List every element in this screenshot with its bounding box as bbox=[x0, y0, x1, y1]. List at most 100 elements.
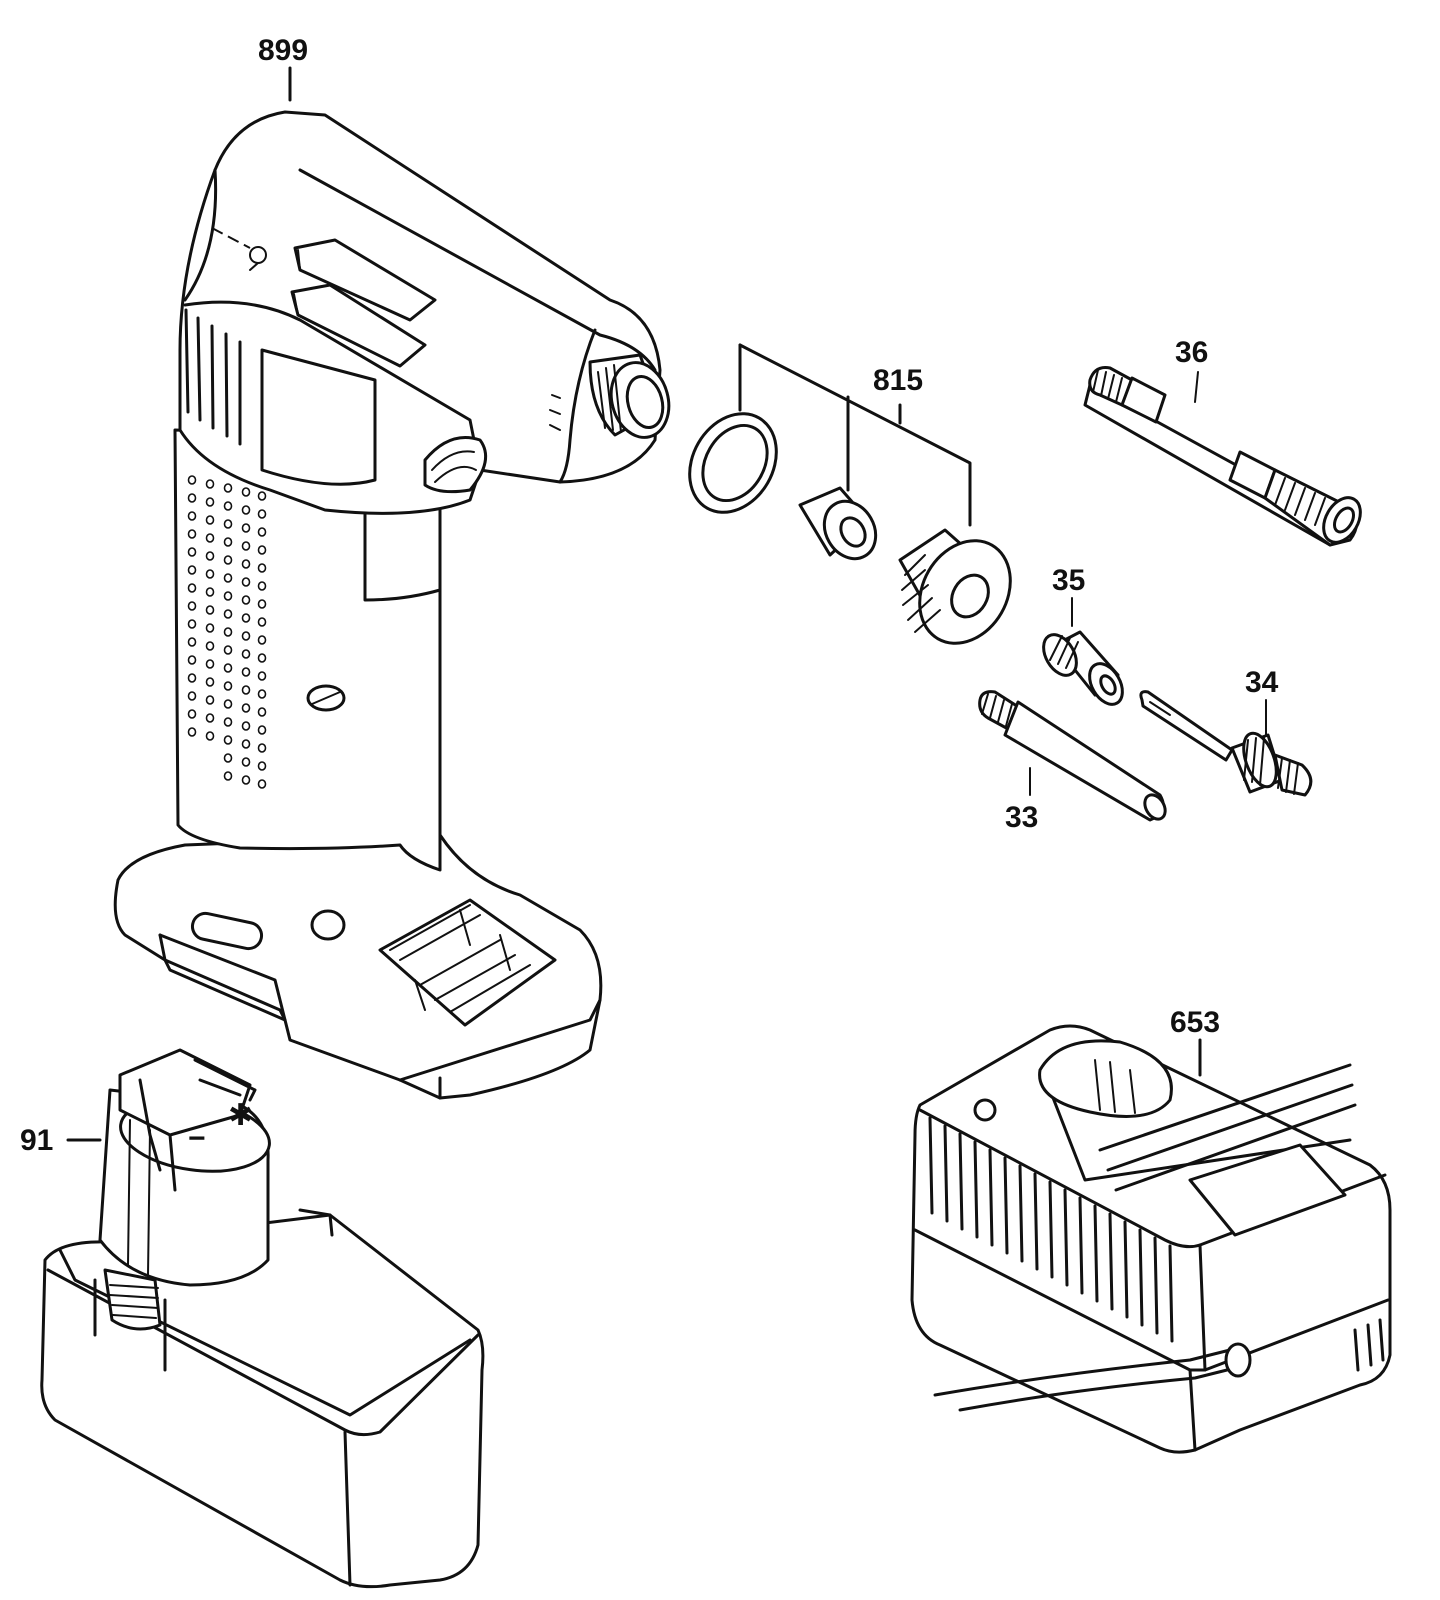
vent-dot bbox=[223, 771, 233, 781]
charger-rib bbox=[973, 1140, 979, 1239]
vent-dot bbox=[223, 699, 233, 709]
vent-dot bbox=[205, 605, 215, 615]
part-653-charger bbox=[910, 1024, 1392, 1454]
vent-dot bbox=[205, 497, 215, 507]
vent-dot bbox=[257, 761, 267, 771]
vent-dot bbox=[241, 595, 251, 605]
vent-dot bbox=[205, 515, 215, 525]
vent-dot bbox=[257, 725, 267, 735]
vent-dot bbox=[241, 631, 251, 641]
charger-rib bbox=[1048, 1180, 1054, 1279]
charger-rib bbox=[1093, 1204, 1099, 1303]
vent-dot bbox=[257, 491, 267, 501]
vent-dot bbox=[241, 775, 251, 785]
vent-dot bbox=[205, 659, 215, 669]
charger-rib bbox=[958, 1132, 964, 1231]
vent-dot bbox=[241, 721, 251, 731]
vent-dot bbox=[223, 663, 233, 673]
vent-dot bbox=[223, 537, 233, 547]
label-34: 34 bbox=[1245, 666, 1279, 699]
charger-vent-ribs bbox=[928, 1116, 1174, 1343]
charger-rib bbox=[1018, 1164, 1024, 1263]
vent-dot bbox=[205, 623, 215, 633]
vent-dot bbox=[257, 599, 267, 609]
vent-dot bbox=[205, 677, 215, 687]
vent-dot bbox=[223, 591, 233, 601]
vent-dot bbox=[241, 505, 251, 515]
label-36: 36 bbox=[1175, 336, 1208, 369]
vent-dot bbox=[241, 487, 251, 497]
charger-rib bbox=[1138, 1228, 1144, 1327]
vent-dot bbox=[241, 577, 251, 587]
leader-lines bbox=[66, 66, 1202, 1142]
label-899: 899 bbox=[258, 34, 308, 67]
bushing bbox=[798, 486, 878, 561]
vent-dot bbox=[187, 637, 197, 647]
washer bbox=[688, 412, 778, 514]
vent-dot bbox=[223, 717, 233, 727]
knurled-nut bbox=[898, 528, 1012, 645]
part-34-inflation-needle bbox=[1139, 690, 1313, 797]
vent-dot bbox=[187, 619, 197, 629]
vent-dot bbox=[223, 627, 233, 637]
vent-dot bbox=[205, 713, 215, 723]
vent-dot bbox=[187, 583, 197, 593]
vent-dot bbox=[223, 735, 233, 745]
vent-dot bbox=[205, 731, 215, 741]
vent-dot bbox=[257, 527, 267, 537]
charger-rib bbox=[943, 1124, 949, 1223]
vent-dot bbox=[223, 483, 233, 493]
charger-rib bbox=[1168, 1244, 1174, 1343]
vent-dot bbox=[241, 739, 251, 749]
label-33: 33 bbox=[1005, 801, 1038, 834]
vent-dot bbox=[187, 565, 197, 575]
part-91-battery-pack: − ✱ bbox=[40, 1048, 485, 1589]
vent-dot bbox=[241, 523, 251, 533]
charger-rib bbox=[988, 1148, 994, 1247]
vent-dot bbox=[187, 475, 197, 485]
vent-dot bbox=[257, 581, 267, 591]
vent-dot bbox=[241, 703, 251, 713]
vent-dot bbox=[205, 695, 215, 705]
vent-dot bbox=[187, 529, 197, 539]
vent-dot bbox=[223, 753, 233, 763]
vent-dot bbox=[205, 533, 215, 543]
vent-dot bbox=[257, 743, 267, 753]
vent-dot bbox=[257, 653, 267, 663]
vent-dot bbox=[257, 563, 267, 573]
charger-rib bbox=[928, 1116, 934, 1215]
vent-dot bbox=[223, 645, 233, 655]
vent-dot bbox=[223, 609, 233, 619]
vent-dot bbox=[205, 479, 215, 489]
charger-rib bbox=[1003, 1156, 1009, 1255]
label-91: 91 bbox=[20, 1124, 53, 1157]
charger-rib bbox=[1123, 1220, 1129, 1319]
vent-dot bbox=[223, 519, 233, 529]
vent-dot bbox=[241, 667, 251, 677]
vent-dot bbox=[257, 671, 267, 681]
vent-dot bbox=[205, 551, 215, 561]
part-35-adapter bbox=[1042, 597, 1124, 706]
vent-dot bbox=[187, 493, 197, 503]
vent-dot bbox=[257, 635, 267, 645]
vent-dot bbox=[187, 547, 197, 557]
charger-rib bbox=[1153, 1236, 1159, 1335]
charger-rib bbox=[1033, 1172, 1039, 1271]
vent-dot bbox=[257, 509, 267, 519]
vent-dot bbox=[187, 691, 197, 701]
vent-dot bbox=[241, 541, 251, 551]
vent-dot bbox=[187, 727, 197, 737]
label-35: 35 bbox=[1052, 564, 1085, 597]
vent-dot bbox=[187, 673, 197, 683]
vent-dot bbox=[257, 779, 267, 789]
label-815: 815 bbox=[873, 364, 923, 397]
charger-rib bbox=[1063, 1188, 1069, 1287]
part-36-valve-adapter bbox=[1083, 366, 1362, 547]
vent-dot bbox=[187, 709, 197, 719]
battery-minus-mark: − bbox=[188, 1122, 206, 1155]
vent-dot bbox=[187, 511, 197, 521]
vent-dot bbox=[257, 707, 267, 717]
vent-dot bbox=[241, 685, 251, 695]
vent-dot bbox=[223, 501, 233, 511]
